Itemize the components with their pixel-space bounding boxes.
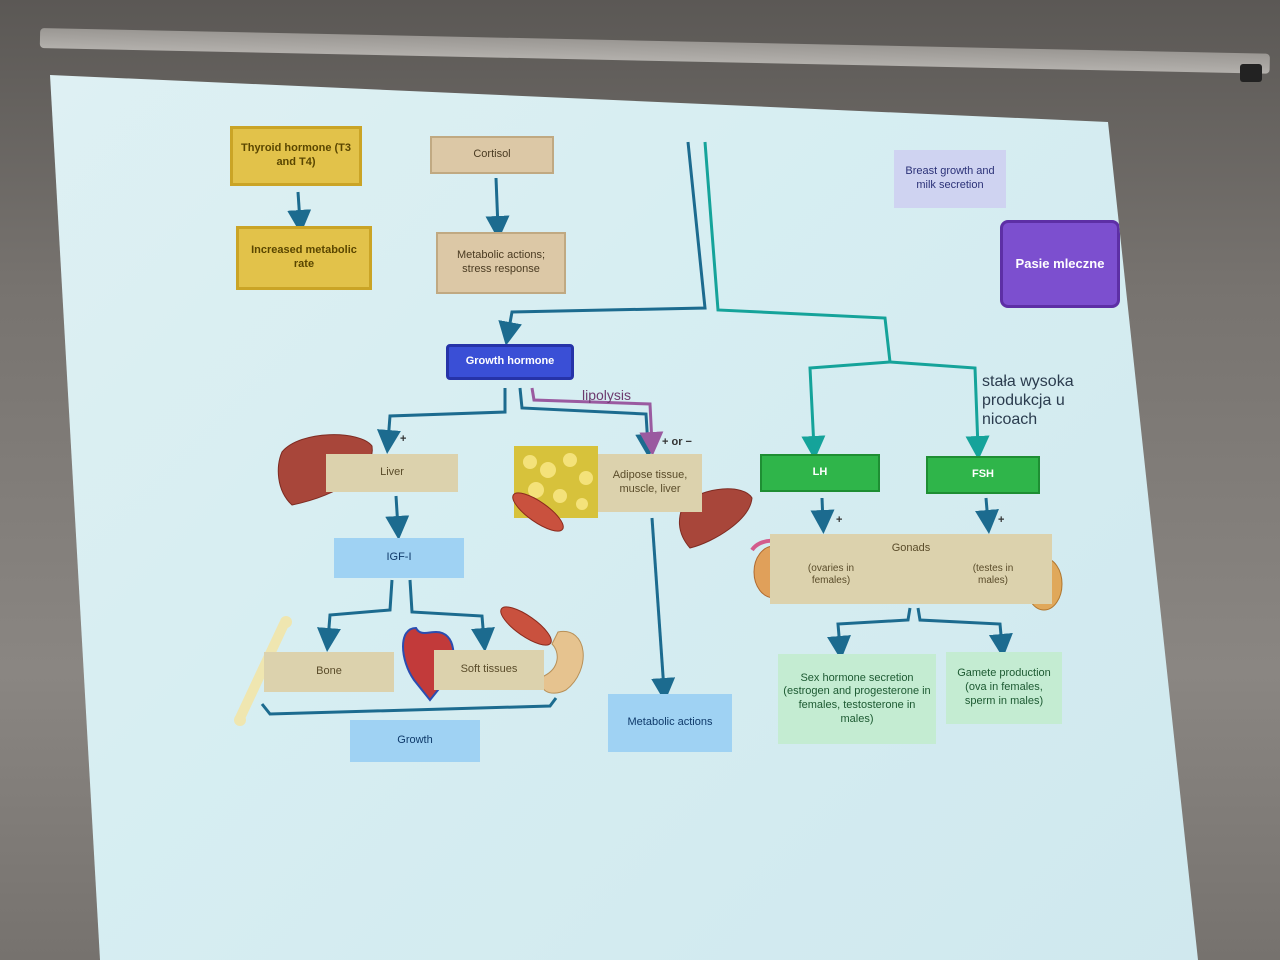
line-pituitary-to-gh xyxy=(498,141,707,346)
line-pituitary-to-lh xyxy=(703,141,892,460)
testes-label: (testes in males) xyxy=(972,562,1014,587)
gamete-production-label: Gamete production (ova in females, sperm… xyxy=(957,667,1051,707)
muscle-illustration-2 xyxy=(500,606,552,646)
fsh-box: FSH xyxy=(926,456,1040,494)
soft-tissues-box: Soft tissues xyxy=(434,650,544,690)
liver-box: Liver xyxy=(326,454,458,492)
plus-or-minus-sign: + or − xyxy=(662,436,692,448)
bone-illustration xyxy=(235,619,289,723)
pasie-mleczne-label: Pasie mleczne xyxy=(1015,255,1105,271)
arrow-lh-gonads xyxy=(810,497,835,534)
line-to-fsh xyxy=(889,360,990,460)
metabolic-actions-box: Metabolic actions xyxy=(608,694,732,752)
sex-hormone-secretion-box: Sex hormone secretion (estrogen and prog… xyxy=(778,654,936,744)
screen-end-cap xyxy=(1240,64,1262,82)
adipose-box: Adipose tissue, muscle, liver xyxy=(598,454,702,512)
thyroid-hormone-label: Thyroid hormone (T3 and T4) xyxy=(241,142,351,168)
stomach-illustration xyxy=(541,631,584,694)
arrow-gh-liver xyxy=(376,388,507,454)
arrow-igf-bone xyxy=(316,579,394,652)
arrow-fsh-gonads xyxy=(975,497,999,534)
thyroid-hormone-box: Thyroid hormone (T3 and T4) xyxy=(230,126,362,186)
growth-bracket xyxy=(260,697,558,716)
growth-hormone-label: Growth hormone xyxy=(465,355,555,368)
igf1-box: IGF-I xyxy=(334,538,464,578)
gonads-label: Gonads xyxy=(891,542,931,554)
arrow-gonads-sex-hormone xyxy=(827,607,912,660)
cortisol-box: Cortisol xyxy=(430,136,554,174)
increased-metabolic-rate-box: Increased metabolic rate xyxy=(236,226,372,290)
lipolysis-label: lipolysis xyxy=(582,387,632,403)
sex-hormone-secretion-label: Sex hormone secretion (estrogen and prog… xyxy=(783,671,931,725)
breast-growth-label: Breast growth and milk secretion xyxy=(905,165,995,191)
bone-label: Bone xyxy=(316,665,342,678)
fsh-label: FSH xyxy=(972,468,994,481)
pasie-mleczne-box: Pasie mleczne xyxy=(1000,220,1120,308)
ovaries-note: (ovaries in females) xyxy=(798,558,864,592)
liver-label: Liver xyxy=(380,466,404,479)
testes-note: (testes in males) xyxy=(962,558,1024,592)
igf1-label: IGF-I xyxy=(386,551,412,564)
plus-sign-liver: + xyxy=(400,433,407,445)
soft-tissues-label: Soft tissues xyxy=(460,663,518,676)
lh-label: LH xyxy=(812,466,828,479)
arrow-gonads-gamete xyxy=(916,607,1013,658)
metabolic-actions-stress-label: Metabolic actions; stress response xyxy=(456,249,546,275)
ovaries-label: (ovaries in females) xyxy=(807,562,855,587)
metabolic-actions-stress-box: Metabolic actions; stress response xyxy=(436,232,566,294)
adipose-label: Adipose tissue, muscle, liver xyxy=(612,469,688,495)
arrow-igf-soft xyxy=(408,579,495,652)
arrow-liver-igf xyxy=(385,495,410,540)
bone-box: Bone xyxy=(264,652,394,692)
metabolic-actions-label: Metabolic actions xyxy=(627,716,713,729)
gonads-box: Gonads xyxy=(770,534,1052,604)
arrow-cortisol-metabolic xyxy=(485,177,510,240)
plus-sign-lh: + xyxy=(836,514,843,526)
cortisol-label: Cortisol xyxy=(473,148,511,161)
increased-metabolic-rate-label: Increased metabolic rate xyxy=(251,244,357,270)
arrow-thyroid-metabolic xyxy=(287,191,312,234)
gamete-production-box: Gamete production (ova in females, sperm… xyxy=(946,652,1062,724)
arrow-adipose-metabolic xyxy=(650,517,676,702)
plus-sign-fsh: + xyxy=(998,514,1005,526)
growth-hormone-box: Growth hormone xyxy=(446,344,574,380)
side-note: stała wysoka produkcja u nicoach xyxy=(982,373,1074,429)
arrow-lipolysis xyxy=(530,387,664,456)
growth-box: Growth xyxy=(350,720,480,762)
muscle-illustration xyxy=(512,492,564,532)
breast-growth-box: Breast growth and milk secretion xyxy=(894,150,1006,208)
growth-label: Growth xyxy=(397,734,433,747)
lh-box: LH xyxy=(760,454,880,492)
arrow-gh-adipose xyxy=(518,387,660,458)
